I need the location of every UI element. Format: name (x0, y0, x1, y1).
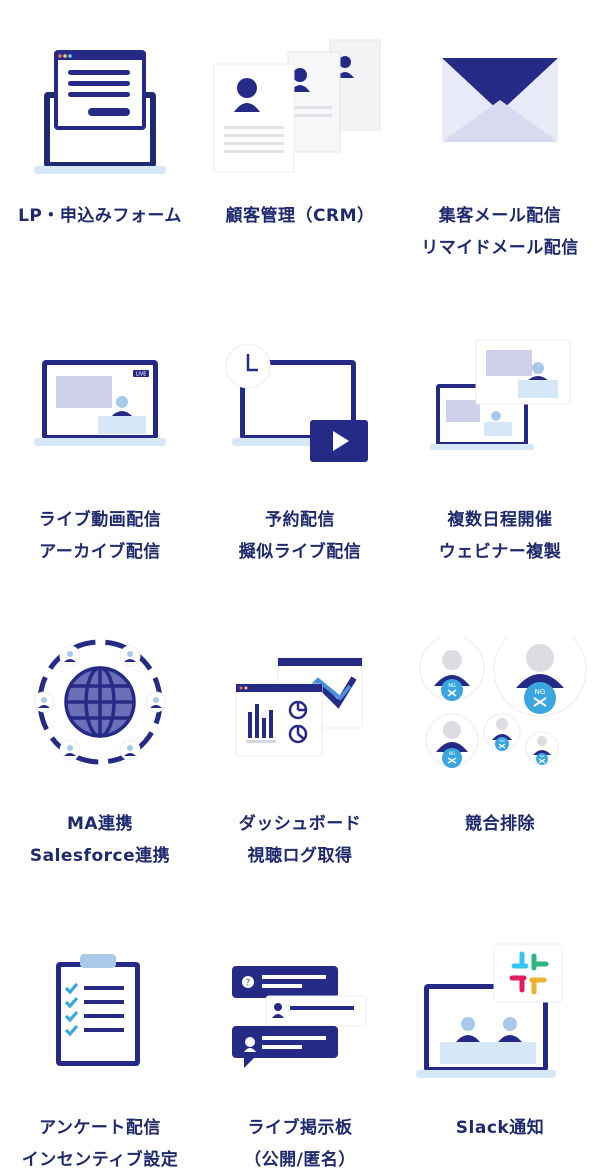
feature-slack: Slack通知 (400, 942, 600, 1176)
feature-label: ライブ動画配信 アーカイブ配信 (38, 510, 162, 562)
feature-competitor: NG NG NG (400, 638, 600, 888)
contact-cards-icon (213, 39, 381, 173)
envelope-icon (442, 58, 558, 142)
svg-text:?: ? (246, 978, 250, 987)
feature-label: ダッシュボード 視聴ログ取得 (238, 814, 362, 866)
feature-label: 競合排除 (465, 814, 535, 834)
multiple-screens-icon (430, 339, 571, 450)
feature-label: Slack通知 (455, 1118, 545, 1138)
feature-label: LP・申込みフォーム (18, 206, 182, 226)
feature-label: 集客メール配信 リマイドメール配信 (421, 206, 579, 258)
live-badge: LIVE (136, 372, 147, 378)
dashboard-charts-icon (235, 657, 363, 757)
feature-label: ライブ掲示板 （公開/匿名） (244, 1118, 356, 1170)
ng-badge: NG (499, 739, 505, 743)
feature-ma: MA連携 Salesforce連携 (0, 638, 200, 888)
ng-badge: NG (535, 688, 546, 696)
laptop-form-icon (34, 50, 166, 174)
feature-crm: 顧客管理（CRM） (200, 30, 400, 280)
feature-live: LIVE ライブ動画配信 アーカイブ配信 (0, 334, 200, 584)
live-stream-laptop-icon: LIVE (34, 360, 166, 446)
feature-lp-form: LP・申込みフォーム (0, 30, 200, 280)
feature-survey: アンケート配信 インセンティブ設定 (0, 942, 200, 1176)
feature-dashboard: ダッシュボード 視聴ログ取得 (200, 638, 400, 888)
feature-multi: 複数日程開催 ウェビナー複製 (400, 334, 600, 584)
feature-label: アンケート配信 インセンティブ設定 (21, 1118, 179, 1170)
ng-users-icon: NG NG NG (419, 638, 587, 768)
slack-logo-icon (416, 943, 563, 1078)
scheduled-video-icon (225, 343, 368, 462)
globe-network-icon (33, 639, 167, 765)
feature-board: ? ライブ掲示板 （公開/匿名） (200, 942, 400, 1176)
ng-badge: NG (449, 751, 456, 757)
feature-label: 複数日程開催 ウェビナー複製 (438, 510, 562, 562)
feature-mail: 集客メール配信 リマイドメール配信 (400, 30, 600, 280)
ng-badge: NG (540, 754, 545, 758)
feature-reserve: 予約配信 擬似ライブ配信 (200, 334, 400, 584)
feature-label: MA連携 Salesforce連携 (29, 814, 171, 866)
feature-label: 予約配信 擬似ライブ配信 (238, 510, 362, 562)
ng-badge: NG (448, 683, 456, 689)
chat-bubbles-icon: ? (232, 966, 367, 1068)
feature-label: 顧客管理（CRM） (225, 206, 375, 226)
clipboard-checklist-icon (56, 954, 140, 1066)
